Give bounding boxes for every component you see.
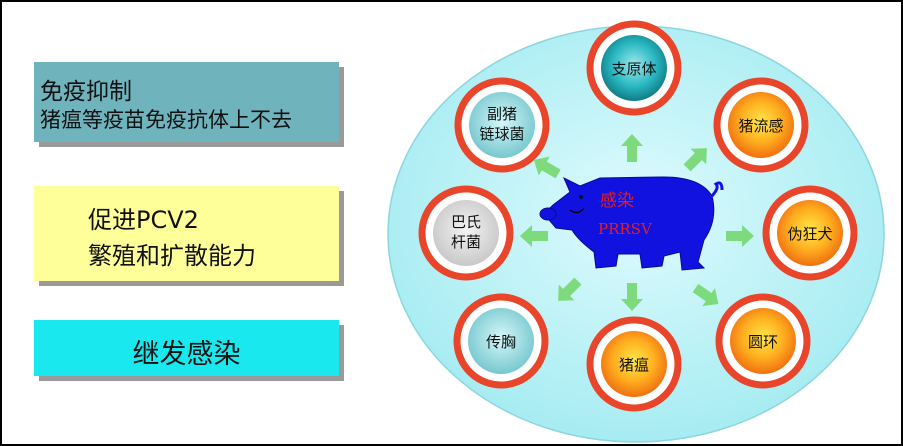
arrow-up-left (533, 156, 561, 179)
immunosuppression-detail: 猪瘟等疫苗免疫抗体上不去 (40, 108, 292, 132)
arrow-down-right (692, 283, 719, 307)
node-swine-fever: 猪瘟 (586, 316, 682, 412)
pcv2-box: 促进PCV2 繁殖和扩散能力 (34, 186, 339, 281)
arrow-down (621, 283, 643, 311)
arrow-down-left (558, 277, 582, 301)
arrow-up-right (683, 148, 707, 172)
node-pasteurella-label-line2: 杆菌 (451, 233, 481, 251)
pcv2-line2: 繁殖和扩散能力 (88, 242, 256, 270)
immunosuppression-box: 免疫抑制 猪瘟等疫苗免疫抗体上不去 (34, 62, 339, 142)
node-haemophilus-label-line2: 链球菌 (479, 125, 524, 143)
arrow-right (726, 225, 754, 247)
node-pseudorabies-label: 伪狂犬 (787, 225, 832, 243)
pig-icon (539, 176, 724, 271)
node-mycoplasma: 支原体 (586, 20, 682, 116)
pcv2-line1: 促进PCV2 (88, 206, 199, 234)
node-pseudorabies: 伪狂犬 (762, 185, 858, 281)
node-mycoplasma-label: 支原体 (611, 60, 656, 78)
arrow-up (621, 134, 643, 162)
pig-eye (579, 195, 583, 199)
node-swine-flu: 猪流感 (713, 77, 809, 173)
node-pasteurella-label-line1: 巴氏 (451, 213, 481, 231)
pig-mouth (569, 207, 585, 214)
secondary-infection-box: 继发感染 (34, 320, 339, 376)
immunosuppression-title: 免疫抑制 (40, 79, 132, 105)
node-haemophilus-label-line1: 副猪 (487, 105, 517, 123)
center-label-line1: 感染 (600, 191, 634, 211)
node-swine-flu-label: 猪流感 (738, 117, 783, 135)
secondary-infection-label: 继发感染 (132, 339, 241, 370)
node-pleuropneumonia-label: 传胸 (486, 333, 516, 351)
node-circovirus-label: 圆环 (748, 333, 778, 351)
node-circovirus: 圆环 (715, 293, 811, 389)
node-pleuropneumonia: 传胸 (453, 293, 549, 389)
arrows (520, 134, 754, 311)
arrow-left (520, 225, 548, 247)
node-haemophilus: 副猪 链球菌 (454, 77, 550, 173)
node-swine-fever-label: 猪瘟 (619, 356, 649, 374)
center-label-line2: PRRSV (598, 220, 653, 238)
node-pasteurella: 巴氏 杆菌 (418, 185, 514, 281)
